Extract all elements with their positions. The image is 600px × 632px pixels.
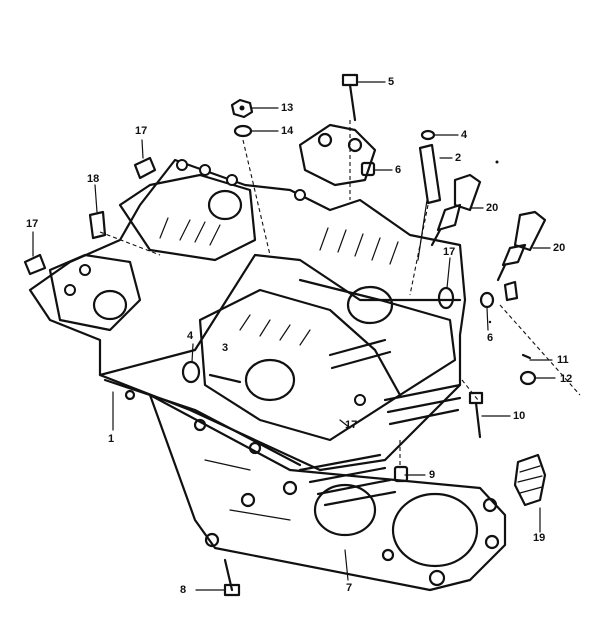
label-20-a: 20 [486,202,499,214]
part-12 [519,370,537,386]
part-3 [208,373,242,384]
guide-tube-2 [417,143,442,261]
o-ring-4-left [181,360,201,384]
dowel-6 [360,161,376,177]
cap-17-left [23,253,47,276]
spark-plug-20-a [430,173,482,247]
label-7: 7 [346,582,353,594]
small-bolt [503,280,519,302]
label-13: 13 [281,102,294,114]
label-17-top: 17 [135,125,148,137]
label-2: 2 [455,152,462,164]
label-4-left: 4 [187,330,194,342]
label-17-right: 17 [443,246,456,258]
label-12: 12 [560,373,573,385]
dowel-9 [393,465,409,483]
bolt-10 [468,391,484,439]
spark-plug-20-b [496,210,547,282]
label-17-bottom: 17 [345,419,358,431]
pin-11 [521,353,532,360]
label-6-top: 6 [395,164,402,176]
label-1: 1 [108,433,115,445]
nut-13 [230,98,254,119]
label-3: 3 [222,342,229,354]
rubber-19 [513,453,547,507]
bolt-5 [341,73,359,122]
label-4-top: 4 [461,129,468,141]
label-6-right: 6 [487,332,494,344]
label-19: 19 [533,532,546,544]
washer-small [479,291,495,309]
washer-14 [233,124,253,138]
label-8: 8 [180,584,187,596]
label-14: 14 [281,125,294,137]
cam-cap [298,123,377,187]
label-17-left: 17 [26,218,39,230]
label-18: 18 [87,173,100,185]
label-5: 5 [388,76,395,88]
label-10: 10 [513,410,526,422]
cylinder-head [28,158,467,507]
label-20-b: 20 [553,242,566,254]
leader-lines [32,81,581,591]
part-18 [88,210,107,240]
bolt-8 [223,558,241,597]
cap-17-right [437,286,455,310]
label-9: 9 [429,469,436,481]
o-ring-4 [420,129,436,141]
label-11: 11 [557,354,569,366]
head-gasket [148,393,507,592]
cap-17-top [133,156,157,180]
